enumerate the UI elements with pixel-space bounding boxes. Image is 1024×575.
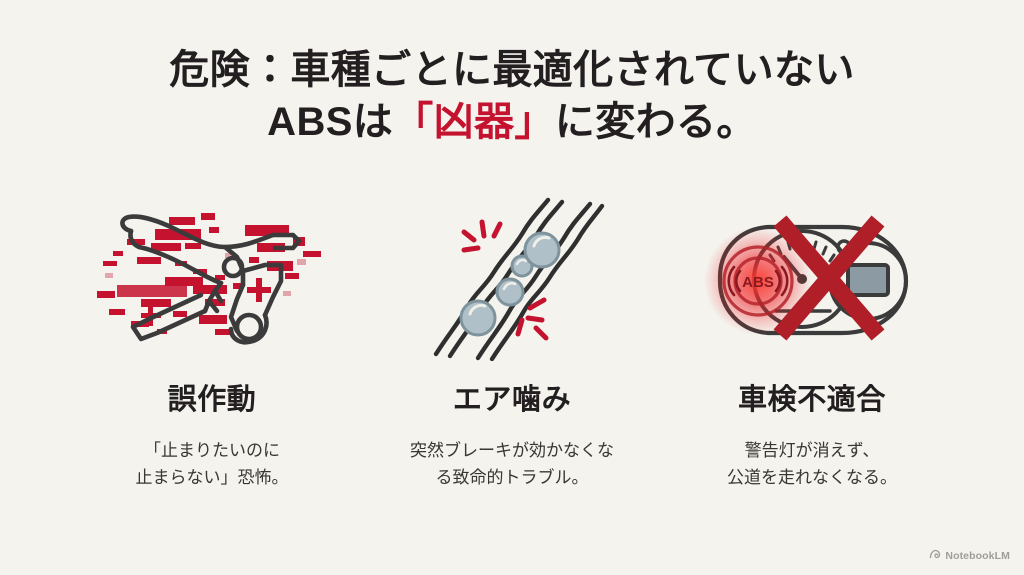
column-body: 突然ブレーキが効かなくな る致命的トラブル。 [410, 440, 614, 488]
svg-text:ABS: ABS [742, 274, 774, 291]
column-heading: エア噛み [452, 384, 572, 416]
brake-hose-air-bubbles-icon [387, 196, 637, 361]
notebooklm-watermark: NotebookLM [929, 547, 1010, 565]
title-line-2: ABSは「凶器」に変わる。 [0, 96, 1024, 148]
notebooklm-label: NotebookLM [945, 550, 1010, 562]
title-line-2-prefix: ABSは [267, 100, 394, 144]
notebooklm-logo-icon [929, 547, 941, 565]
column-air-in-line: エア噛み 突然ブレーキが効かなくな る致命的トラブル。 [362, 196, 662, 492]
abs-warning-light-instrument-cluster-icon: ABS [687, 196, 937, 361]
title-line-1: 危険：車種ごとに最適化されていない [169, 48, 855, 92]
column-inspection-failure: ABS 車検不適合 警告灯が消えず、 公道を走れなくなる。 [662, 196, 962, 492]
column-heading: 車検不適合 [738, 384, 886, 416]
column-body: 警告灯が消えず、 公道を走れなくなる。 [727, 440, 897, 488]
title-line-2-accent: 「凶器」 [393, 100, 555, 144]
column-malfunction: 誤作動 「止まりたいのに 止まらない」恐怖。 [62, 196, 362, 492]
feature-columns: 誤作動 「止まりたいのに 止まらない」恐怖。 [0, 196, 1024, 492]
title-line-2-suffix: に変わる。 [554, 100, 757, 144]
brake-lever-malfunction-icon [87, 196, 337, 361]
column-body: 「止まりたいのに 止まらない」恐怖。 [135, 440, 289, 488]
column-heading: 誤作動 [167, 384, 257, 416]
page-title: 危険：車種ごとに最適化されていない ABSは「凶器」に変わる。 [0, 44, 1024, 148]
